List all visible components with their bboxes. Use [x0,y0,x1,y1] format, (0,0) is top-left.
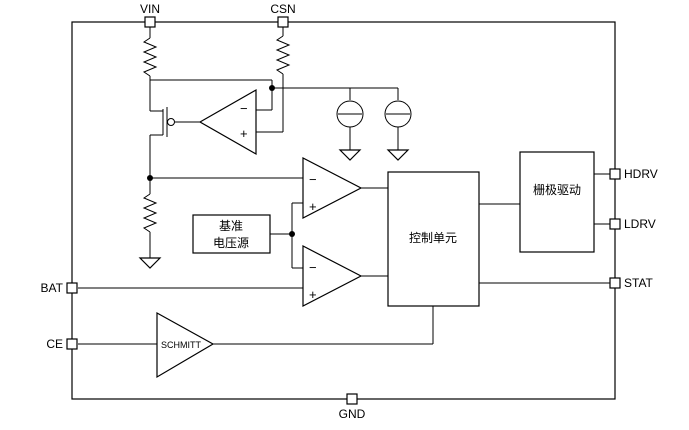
pin-hdrv [609,168,621,180]
control-unit-block [387,171,480,307]
amp1-minus: − [240,101,248,116]
schmitt-trigger: SCHMITT [156,311,215,379]
pmos-transistor [149,88,200,178]
pin-csn [277,16,289,28]
control-unit-label: 控制单元 [409,231,457,245]
reference-label-line1: 基准 [219,219,243,233]
comp1-plus: + [309,199,317,214]
pin-bat-label: BAT [41,281,64,295]
gate-driver-label: 栅极驱动 [533,182,581,197]
comp1-minus: − [309,172,317,187]
pin-bat [66,282,78,294]
pin-ce [66,338,78,350]
pin-ldrv [609,218,621,230]
pin-ce-label: CE [46,337,63,351]
pin-gnd [346,393,358,405]
pin-vin-label: VIN [140,2,160,16]
current-source-2 [384,88,412,161]
pin-gnd-label: GND [339,407,366,421]
pin-ldrv-label: LDRV [624,217,656,231]
comp2-plus: + [309,287,317,302]
pin-stat-label: STAT [624,276,654,290]
ground-resistor [138,178,162,269]
pin-csn-label: CSN [270,2,295,16]
sense-amplifier: − + [198,88,257,156]
current-source-1 [336,88,364,161]
vin-resistor [142,27,158,80]
reference-label-line2: 电压源 [213,236,249,250]
comparator-1: − + [302,157,363,219]
pin-stat [609,277,621,289]
gate-driver-block [519,151,595,253]
comp2-minus: − [309,260,317,275]
schmitt-label: SCHMITT [161,340,201,350]
comparator-2: − + [302,245,363,307]
pin-hdrv-label: HDRV [624,167,658,181]
pin-vin [144,16,156,28]
amp1-plus: + [240,126,248,141]
csn-resistor [275,27,291,132]
chip-boundary [71,21,616,400]
